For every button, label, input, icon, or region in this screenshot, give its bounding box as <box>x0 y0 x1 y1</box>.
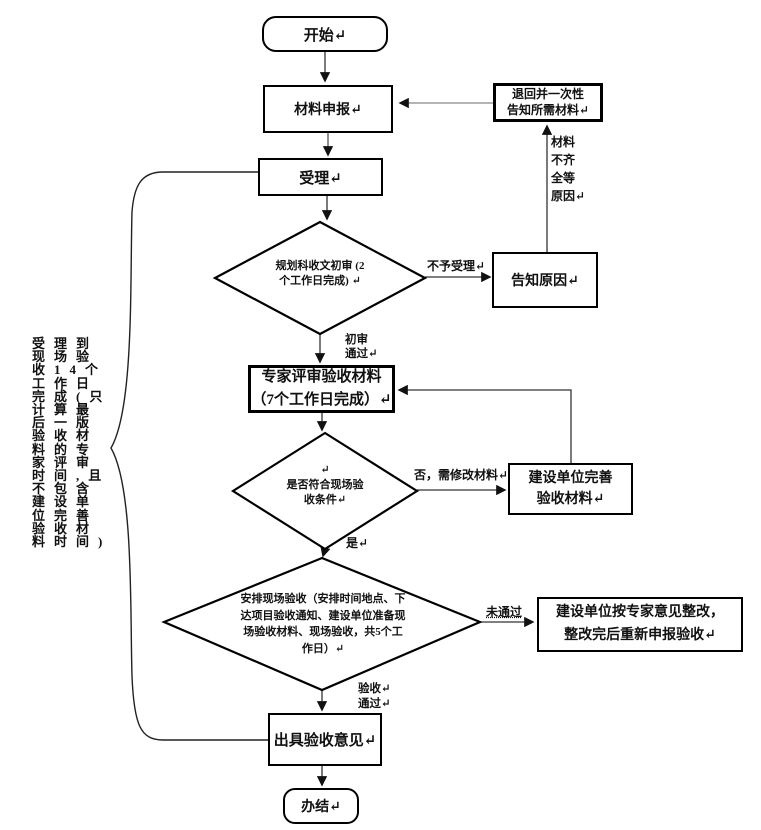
node-improve-materials: 建设单位完善 验收材料↵ <box>508 463 633 515</box>
edge-label-incomplete-reason: 材料 不齐 全等 原因↵ <box>551 135 586 203</box>
node-accept: 受理↵ <box>258 158 383 196</box>
arrow-yes-to-site-acceptance <box>320 546 331 558</box>
diamond-site-condition-check <box>230 431 420 551</box>
node-return-materials: 退回并一次性 告知所需材料↵ <box>493 83 603 122</box>
diamond-initial-review <box>212 220 428 336</box>
node-issue-opinion: 出具验收意见↵ <box>268 713 382 766</box>
node-end: 办结↵ <box>283 788 359 824</box>
diamond-condition-check-label: ↵ 是否符合现场验 收条件↵ <box>286 464 364 506</box>
side-note-brace <box>110 171 268 741</box>
node-expert-review: 专家评审验收材料 （7个工作日完成）↵ <box>248 365 395 413</box>
edge-label-no-revise: 否，需修改材料↵ <box>414 468 509 482</box>
arrow-improve-to-expert <box>397 384 572 463</box>
side-note-text: 受理到 现场验 收14个 工作日 完成(只 计算最 后一版 验收材 料的专 家评… <box>32 336 112 550</box>
edge-label-yes: 是↵ <box>346 536 369 550</box>
diamond-initial-review-label: 规划科收文初审 (2 个工作日完成) ↵ <box>275 260 365 287</box>
edge-label-not-accepted: 不予受理↵ <box>427 259 486 273</box>
edge-label-not-passed: 未通过 <box>486 605 523 619</box>
node-start: 开始↵ <box>262 16 388 52</box>
diamond-site-acceptance <box>161 556 483 692</box>
edge-label-initial-pass: 初审 通过↵ <box>345 334 378 360</box>
node-inform-reason: 告知原因↵ <box>492 252 598 308</box>
node-material-declare: 材料申报↵ <box>263 85 393 133</box>
node-rectify-resubmit: 建设单位按专家意见整改， 整改完后重新申报验收↵ <box>537 597 743 652</box>
edge-label-acceptance-pass: 验收↵ 通过↵ <box>358 683 391 710</box>
diamond-site-acceptance-label: 安排现场验收（安排时间地点、下 达项目验收通知、建设单位准备现 场验收材料、现场… <box>240 593 406 655</box>
